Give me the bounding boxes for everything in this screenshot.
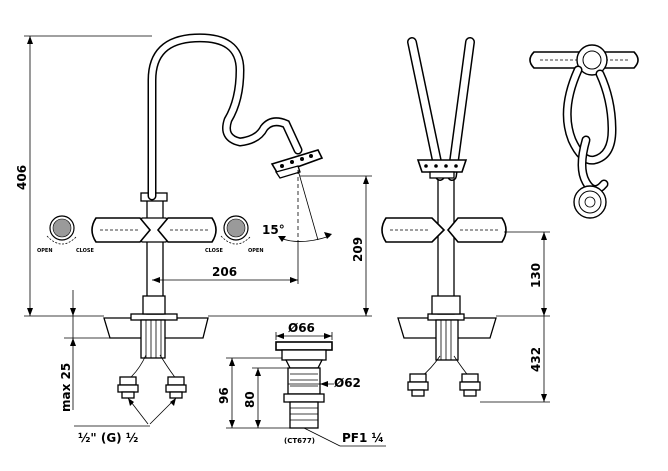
svg-text:CLOSE: CLOSE [205,248,224,254]
svg-text:OPEN: OPEN [37,248,53,254]
right-supply-fitting [165,376,187,399]
waste-body-dia-label: Ø62 [334,376,361,390]
left-rotation-symbol: OPEN CLOSE [37,215,95,254]
right-supply-hose [159,354,178,383]
waste-height-label: 96 [217,387,231,404]
left-supply-fitting [117,376,139,399]
rotation-angle-label: 15° [262,223,285,237]
aerator-head [270,149,324,179]
below-deck-label: 432 [529,347,543,372]
right-rotation-symbol: CLOSE OPEN [205,215,264,254]
left-supply-hose [127,354,147,383]
waste-body [287,367,321,395]
spout-height-label: 209 [351,237,365,262]
base-flange [130,313,178,321]
svg-text:CLOSE: CLOSE [76,248,95,254]
waste-inner-height-label: 80 [243,391,257,408]
supply-thread-label: ½" (G) ½ [78,431,138,445]
side-column [437,175,455,315]
top-view [529,44,639,219]
waste-code-label: (CT677) [284,437,315,445]
waste-thread [289,401,319,429]
max-deck-label: max 25 [59,363,73,412]
waste-detail: Ø66 Ø62 96 80 PF1 ¼ (CT677) [217,321,386,447]
waste-cap [275,341,333,351]
side-view: 130 432 [381,37,550,403]
side-right-fitting [459,373,481,397]
spout-reach-label: 206 [212,265,237,279]
handle-height-label: 130 [529,263,543,288]
rotation-arc [279,235,331,242]
front-view: 15° OPEN CLOSE CLOSE OPEN 406 206 [15,33,372,445]
side-left-fitting [407,373,429,397]
total-height-label: 406 [15,165,29,190]
waste-top-dia-label: Ø66 [288,321,315,335]
waste-thread-label: PF1 ¼ [342,431,384,445]
svg-text:OPEN: OPEN [248,248,264,254]
